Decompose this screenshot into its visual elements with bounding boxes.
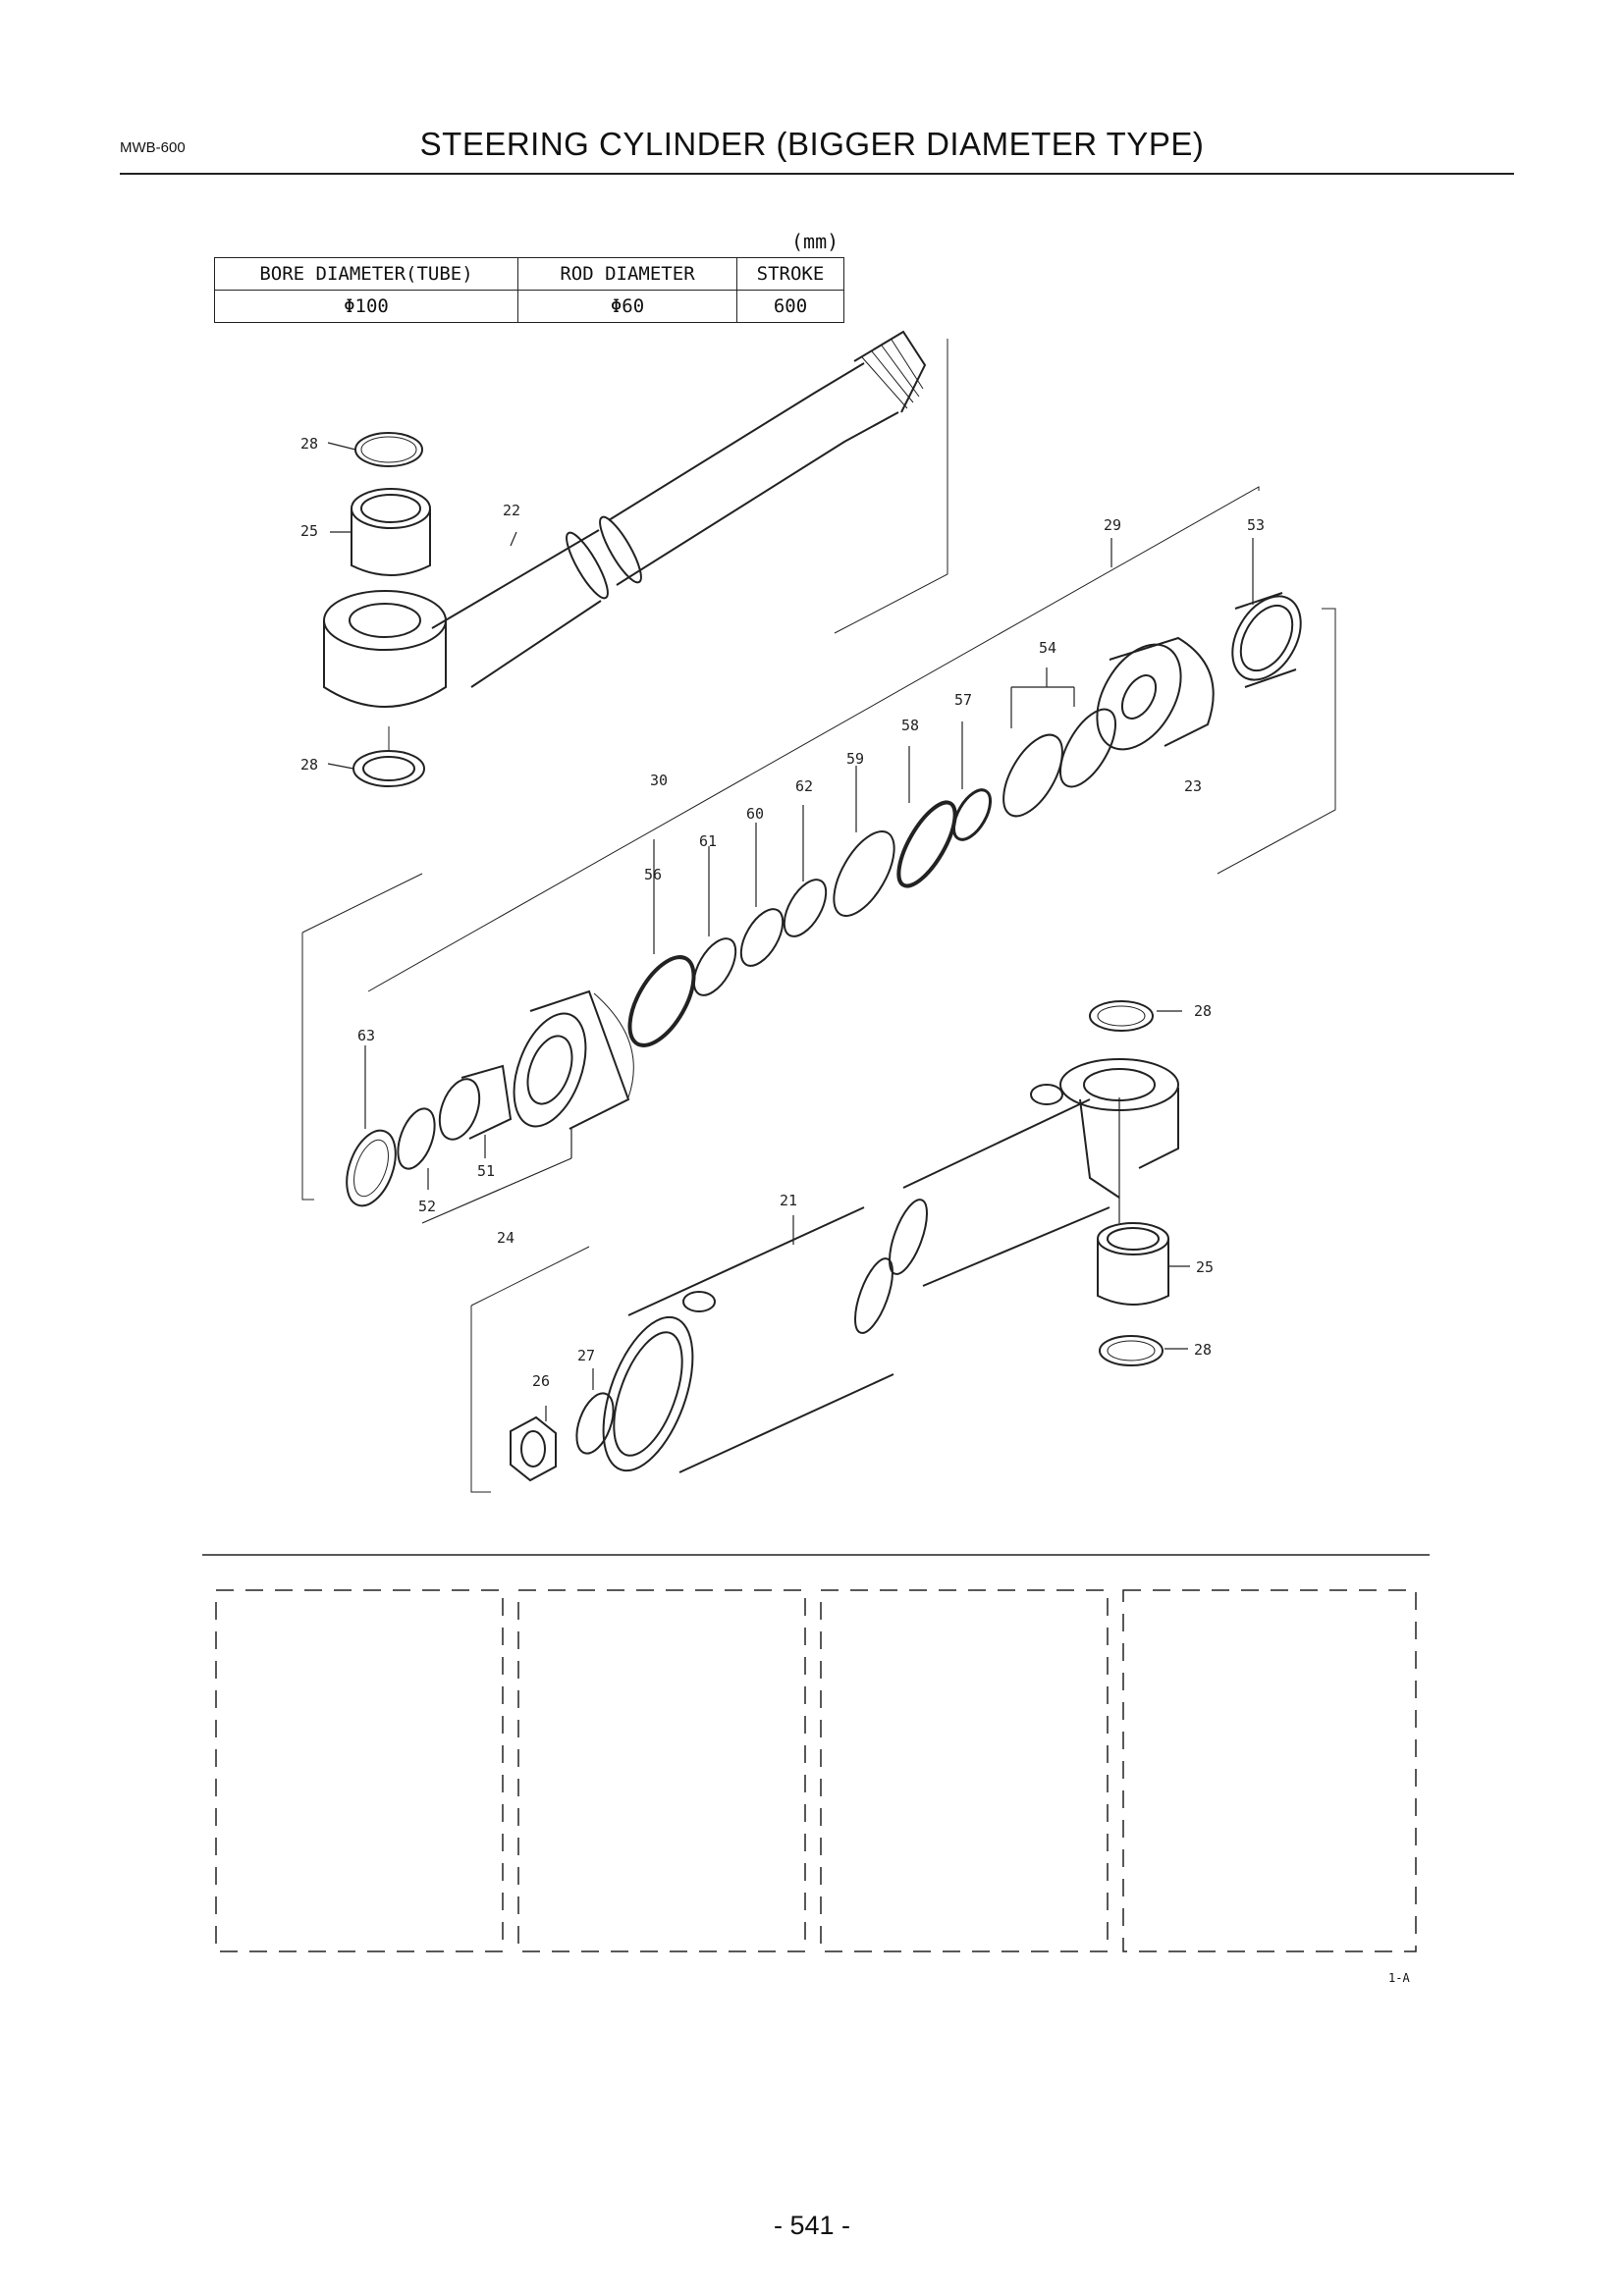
label-21: 21 <box>780 1192 797 1209</box>
o-ring-57 <box>951 788 993 841</box>
label-56: 56 <box>644 866 662 883</box>
wiper-63 <box>346 1129 397 1207</box>
ring-62 <box>783 879 828 937</box>
label-28: 28 <box>300 756 318 774</box>
label-52: 52 <box>418 1198 436 1215</box>
spec-value-bore: Φ100 <box>214 290 518 323</box>
piston-rod-part <box>323 330 948 708</box>
ring-59 <box>833 830 895 917</box>
seal-28-right-top <box>1089 1000 1154 1032</box>
o-ring-58 <box>896 800 957 888</box>
label-59: 59 <box>846 750 864 768</box>
label-29: 29 <box>1104 516 1121 534</box>
header-divider <box>120 173 1514 175</box>
page-title: STEERING CYLINDER (BIGGER DIAMETER TYPE) <box>419 126 1205 162</box>
label-62: 62 <box>795 777 813 795</box>
spec-value-rod: Φ60 <box>517 290 737 323</box>
label-28: 28 <box>1194 1341 1212 1359</box>
nut-26 <box>510 1415 557 1482</box>
note-box-1 <box>215 1589 504 1952</box>
note-box-2 <box>517 1589 806 1952</box>
spec-value-stroke: 600 <box>736 290 844 323</box>
spec-header-row: BORE DIAMETER(TUBE) ROD DIAMETER STROKE <box>214 257 844 291</box>
empty-note-boxes <box>215 1589 1417 1952</box>
model-code: MWB-600 <box>120 139 186 156</box>
piston-23 <box>1096 636 1215 751</box>
seal-54a <box>1059 708 1116 788</box>
figure-id: 1-A <box>1388 1971 1410 1985</box>
spec-table: BORE DIAMETER(TUBE) ROD DIAMETER STROKE … <box>214 257 844 323</box>
spec-header-stroke: STROKE <box>736 257 844 291</box>
gland-24 <box>513 989 634 1130</box>
spec-value-row: Φ100 Φ60 600 <box>214 290 844 323</box>
bushing-upper <box>351 432 431 576</box>
ring-61 <box>692 937 737 996</box>
label-25: 25 <box>300 522 318 540</box>
o-ring-56 <box>627 955 696 1047</box>
label-23: 23 <box>1184 777 1202 795</box>
label-57: 57 <box>954 691 972 709</box>
seal-28-right-bottom <box>1099 1335 1164 1366</box>
label-27: 27 <box>577 1347 595 1364</box>
label-22: 22 <box>503 502 520 519</box>
label-58: 58 <box>901 717 919 734</box>
spec-unit: (mm) <box>791 230 839 253</box>
ring-60 <box>739 908 785 967</box>
piston-nut-53 <box>1231 592 1302 688</box>
bushing-51 <box>438 1064 513 1141</box>
label-63: 63 <box>357 1027 375 1044</box>
label-30: 30 <box>650 772 668 789</box>
label-24: 24 <box>497 1229 514 1247</box>
label-28: 28 <box>1194 1002 1212 1020</box>
label-51: 51 <box>477 1162 495 1180</box>
label-26: 26 <box>532 1372 550 1390</box>
label-61: 61 <box>699 832 717 850</box>
note-box-4 <box>1122 1589 1417 1952</box>
label-28: 28 <box>300 435 318 453</box>
seal-54b <box>1002 733 1063 818</box>
spec-header-bore: BORE DIAMETER(TUBE) <box>214 257 518 291</box>
ring-52 <box>397 1107 436 1170</box>
label-60: 60 <box>746 805 764 823</box>
bushing-25-right <box>1097 1222 1169 1306</box>
seal-28-lower-left <box>352 726 425 787</box>
snap-ring-27 <box>575 1392 615 1455</box>
page-number: - 541 - <box>773 2211 851 2240</box>
label-25: 25 <box>1196 1258 1214 1276</box>
leader-lines <box>327 442 1254 1421</box>
note-box-3 <box>820 1589 1109 1952</box>
label-53: 53 <box>1247 516 1265 534</box>
exploded-centerline <box>301 486 1336 1201</box>
label-54: 54 <box>1039 639 1056 657</box>
